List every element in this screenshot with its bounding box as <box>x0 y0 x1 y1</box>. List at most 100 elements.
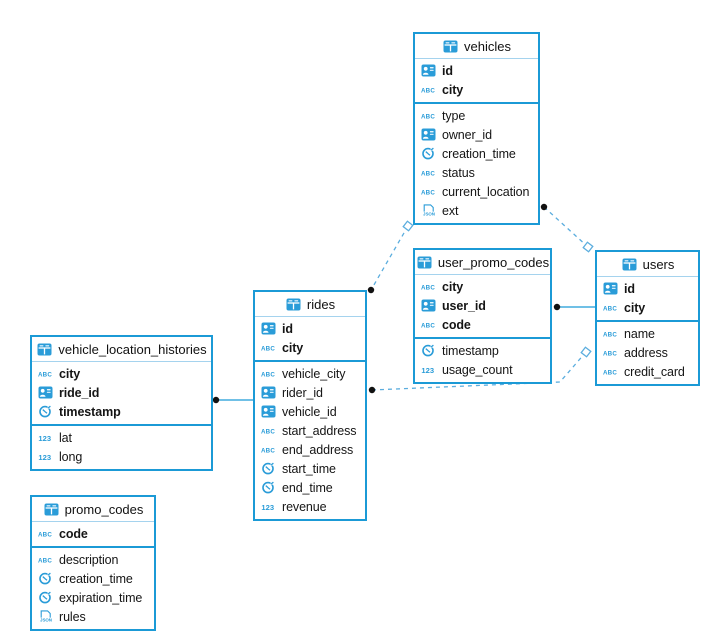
time-type-icon <box>420 147 437 160</box>
svg-text:ABC: ABC <box>421 190 435 197</box>
table-row[interactable]: owner_id <box>415 125 538 144</box>
column-name: lat <box>59 430 72 445</box>
dot-marker <box>368 386 376 394</box>
table-icon <box>621 258 638 271</box>
column-name: current_location <box>442 184 530 199</box>
relationship-edge-vehicles-users[interactable] <box>540 203 594 253</box>
table-header[interactable]: vehicle_location_histories <box>32 337 211 362</box>
column-name: end_time <box>282 480 333 495</box>
table-header[interactable]: vehicles <box>415 34 538 59</box>
column-name: address <box>624 345 668 360</box>
table-header[interactable]: users <box>597 252 698 277</box>
text-type-icon: ABC <box>602 365 619 378</box>
svg-text:ABC: ABC <box>421 88 435 95</box>
svg-text:ABC: ABC <box>421 285 435 292</box>
table-header[interactable]: rides <box>255 292 365 317</box>
column-name: id <box>442 63 453 78</box>
id-badge-icon <box>602 282 619 295</box>
text-type-icon: ABC <box>260 443 277 456</box>
table-header[interactable]: user_promo_codes <box>415 250 550 275</box>
table-row[interactable]: creation_time <box>32 569 154 588</box>
relationship-edge-user_promo_codes-users[interactable] <box>553 303 596 311</box>
column-name: rules <box>59 609 86 624</box>
table-row[interactable]: ride_id <box>32 383 211 402</box>
column-name: id <box>624 281 635 296</box>
table-row[interactable]: id <box>415 61 538 80</box>
id-badge-icon <box>260 322 277 335</box>
svg-text:ABC: ABC <box>38 558 52 565</box>
svg-text:ABC: ABC <box>603 370 617 377</box>
table-row[interactable]: rider_id <box>255 383 365 402</box>
column-name: timestamp <box>442 343 499 358</box>
svg-text:ABC: ABC <box>38 372 52 379</box>
table-row[interactable]: ABC end_address <box>255 440 365 459</box>
table-icon <box>416 256 433 269</box>
column-name: code <box>59 526 88 541</box>
column-name: city <box>282 340 304 355</box>
column-name: rider_id <box>282 385 323 400</box>
relationship-edge-vehicles-rides[interactable] <box>367 220 414 294</box>
table-row[interactable]: expiration_time <box>32 588 154 607</box>
column-name: start_time <box>282 461 336 476</box>
dot-marker <box>540 203 548 211</box>
text-type-icon: ABC <box>420 109 437 122</box>
column-name: end_address <box>282 442 354 457</box>
column-name: type <box>442 108 466 123</box>
relationship-edge-vehicle_location_histories-rides[interactable] <box>212 396 254 404</box>
column-name: usage_count <box>442 362 513 377</box>
table-name: vehicle_location_histories <box>58 341 207 357</box>
table-row[interactable]: user_id <box>415 296 550 315</box>
table-row[interactable]: ABC current_location <box>415 182 538 201</box>
table-row[interactable]: id <box>597 279 698 298</box>
table-name: vehicles <box>464 38 511 54</box>
id-badge-icon <box>260 386 277 399</box>
table-row[interactable]: id <box>255 319 365 338</box>
text-type-icon: ABC <box>37 553 54 566</box>
table-row[interactable]: timestamp <box>32 402 211 421</box>
id-badge-icon <box>420 64 437 77</box>
column-name: status <box>442 165 475 180</box>
table-row[interactable]: ABC type <box>415 106 538 125</box>
table-row[interactable]: creation_time <box>415 144 538 163</box>
table-row[interactable]: start_time <box>255 459 365 478</box>
table-header[interactable]: promo_codes <box>32 497 154 522</box>
table-row[interactable]: timestamp <box>415 341 550 360</box>
column-name: owner_id <box>442 127 492 142</box>
svg-text:ABC: ABC <box>603 306 617 313</box>
table-row[interactable]: vehicle_id <box>255 402 365 421</box>
time-type-icon <box>37 591 54 604</box>
column-name: name <box>624 326 655 341</box>
text-type-icon: ABC <box>420 185 437 198</box>
table-row[interactable]: end_time <box>255 478 365 497</box>
